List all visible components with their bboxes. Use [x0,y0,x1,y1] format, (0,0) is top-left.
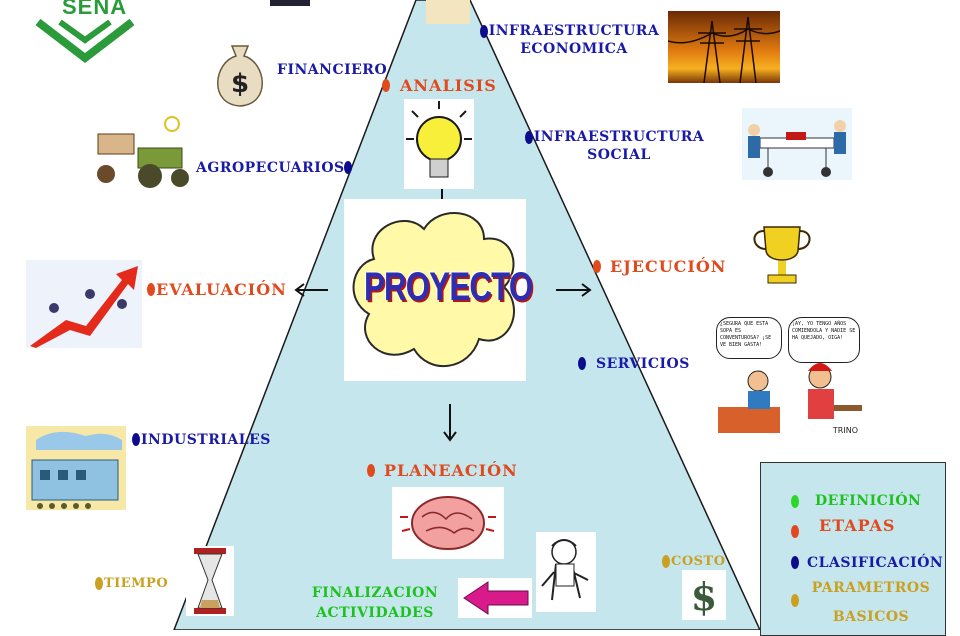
trophy-icon [753,226,811,284]
factory-icon [31,431,122,509]
growth-arrow-icon [30,266,138,348]
parameter-tiempo: TIEMPO [104,576,169,591]
arrow-right [556,283,592,297]
speech-bubble-left: ¿SEGURA QUE ESTA SOPA ES CONVENTUROSA? ¡… [716,317,782,359]
legend-parametros: PARAMETROS [811,580,931,596]
infra-economica-bullet [480,25,488,38]
legend-definicion: DEFINICIÓN [815,493,922,509]
legend-clasificacion-bullet [791,556,799,569]
cartoon-characters [718,363,862,433]
speech-bubble-right: ¡AY, YO TENGO AÑOS COMIENDOLA Y NADIE SE… [788,317,860,363]
legend-box: DEFINICIÓN ETAPAS CLASIFICACIÓN PARAMETR… [760,462,946,636]
legend-basicos: BASICOS [832,609,910,625]
worker-cartoon-image [536,532,596,612]
legend-parametros-bullet [791,594,799,607]
infra-economica-line1: INFRAESTRUCTURA [488,23,660,39]
legend-parametros-basicos: PARAMETROS BASICOS [803,574,939,632]
brain-image [392,487,504,559]
definition-finalizacion: FINALIZACION ACTIVIDADES [300,583,450,623]
worker-icon [541,539,589,601]
ambulance-stretcher-image [742,108,852,180]
classification-agropecuarios: AGROPECUARIOS [196,160,345,176]
legend-etapas: ETAPAS [819,516,896,535]
electric-towers-image [668,11,780,83]
definition-line1: FINALIZACION [311,585,439,601]
legend-clasificacion: CLASIFICACIÓN [807,555,944,571]
hourglass-image [186,546,234,616]
arrow-left [294,283,328,297]
top-center-image [426,0,470,24]
infra-social-bullet [525,131,533,144]
ejecucion-bullet [593,260,601,273]
svg-text:$: $ [691,574,717,619]
cloud-shape [352,212,515,368]
classification-infra-economica: INFRAESTRUCTURA ECONOMICA [488,22,660,58]
dollar-icon: $ [691,574,717,619]
sena-logo: SENA [30,0,140,66]
classification-infra-social: INFRAESTRUCTURA SOCIAL [533,128,705,164]
classification-servicios: SERVICIOS [596,356,690,372]
classification-industriales: INDUSTRIALES [141,432,271,448]
brain-icon [400,496,496,550]
planeacion-bullet [367,464,375,477]
dollar-sign-image: $ [682,570,726,620]
costo-bullet [662,555,670,568]
tractor-icon [97,116,189,188]
lightbulb-image [404,99,474,189]
servicios-bullet [578,357,586,370]
money-bag-image: $ [204,32,276,110]
lightbulb-icon [406,101,472,178]
stage-ejecucion: EJECUCIÓN [610,257,727,276]
arrow-down [443,404,457,442]
top-left-image [270,0,310,6]
electric-tower-icon [668,16,780,83]
evaluacion-bullet [147,283,155,296]
speech-text-right: ¡AY, YO TENGO AÑOS COMIENDOLA Y NADIE SE… [792,321,856,341]
stage-analisis: ANALISIS [400,76,497,95]
agropecuarios-bullet [344,161,352,174]
cartoon-signature: TRINO [832,426,858,435]
stretcher-icon [748,120,846,177]
factory-image [26,426,126,510]
parameter-costo: COSTO [671,554,726,569]
stage-evaluacion: EVALUACIÓN [156,280,287,299]
money-bag-icon: $ [217,45,263,107]
hourglass-icon [194,548,226,614]
legend-etapas-bullet [791,525,799,538]
analisis-bullet [382,79,390,92]
classification-financiero: FINANCIERO [277,62,388,78]
svg-text:$: $ [231,69,249,99]
arrow-target-image [458,578,532,618]
sena-logo-mark [35,18,135,64]
infra-social-line2: SOCIAL [587,147,651,163]
growth-chart-image [26,260,142,348]
definition-line2: ACTIVIDADES [316,605,434,621]
stage-planeacion: PLANEACIÓN [384,461,518,480]
proyecto-cloud: PROYECTO [344,199,533,381]
farm-tractor-image [92,112,192,196]
proyecto-title: PROYECTO [364,265,533,309]
infra-social-line1: INFRAESTRUCTURA [533,129,705,145]
speech-text-left: ¿SEGURA QUE ESTA SOPA ES CONVENTUROSA? ¡… [720,321,772,348]
tiempo-bullet [95,577,103,590]
industriales-bullet [132,433,140,446]
soup-cartoon-image: ¿SEGURA QUE ESTA SOPA ES CONVENTUROSA? ¡… [714,315,864,437]
fast-arrow-icon [463,581,529,615]
infra-economica-line2: ECONOMICA [520,41,628,57]
legend-definicion-bullet [791,495,799,508]
sena-logo-text: SENA [62,0,128,19]
trophy-image [748,221,816,289]
